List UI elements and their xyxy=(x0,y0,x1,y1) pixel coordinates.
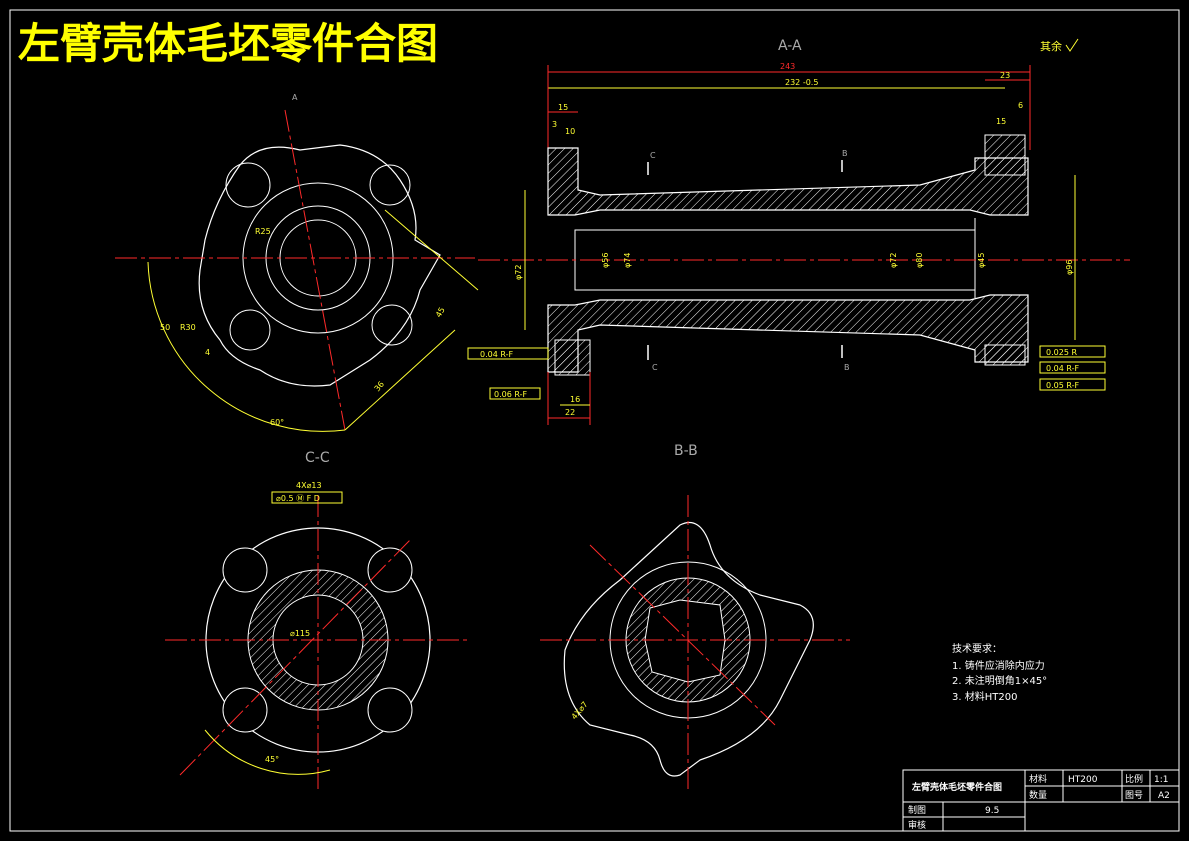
cc-angle-60: 60° xyxy=(270,418,284,427)
tol-frame-2 xyxy=(489,387,541,400)
view-cc-label: C-C xyxy=(305,450,330,466)
title-block: 左臂壳体毛坯零件合图 材料 HT200 比例 1:1 数量 图号 A2 制图 9… xyxy=(902,769,1180,832)
tb-scale-label: 比例 xyxy=(1125,773,1143,785)
tb-material-label: 材料 xyxy=(1029,773,1047,785)
roughness-note: 其余 xyxy=(1040,39,1062,53)
bb-outer-profile xyxy=(563,521,814,777)
dim-dia-72b: φ72 xyxy=(889,253,898,268)
drawing-frame xyxy=(9,9,1180,832)
section-mark-c-top: C xyxy=(650,151,656,160)
dim-dia-80: φ80 xyxy=(915,253,924,268)
dim-23: 23 xyxy=(1000,71,1010,80)
view-bb-label: B-B xyxy=(674,443,698,459)
cc-centerline-diag xyxy=(284,109,346,431)
tb-material-value: HT200 xyxy=(1068,775,1098,785)
cc-lobe-2 xyxy=(369,164,411,206)
aa-right-flange-detail xyxy=(984,134,1026,176)
end-dia-115: ⌀115 xyxy=(290,629,310,638)
tol-1: 0.04 R-F xyxy=(480,350,513,359)
bb-centerline-diag xyxy=(589,544,776,726)
aa-upper-wall xyxy=(547,147,1029,216)
tol-frame-4 xyxy=(1039,361,1106,374)
end-lobe-1 xyxy=(222,547,268,593)
end-angle-arc xyxy=(204,729,331,775)
dim-left-15: 15 xyxy=(558,103,568,112)
cc-dim-line-45 xyxy=(384,209,479,291)
tol-frame-1 xyxy=(467,347,549,360)
tb-drawing-no-value: A2 xyxy=(1158,791,1170,801)
dim-overall-length: 243 xyxy=(780,62,795,71)
dim-inner-length: 232 -0.5 xyxy=(785,78,818,87)
end-lobe-3 xyxy=(367,687,413,733)
end-holes-note: 4X⌀13 xyxy=(296,481,322,490)
dim-bottom-16: 16 xyxy=(570,395,580,404)
cc-dim-r25: R25 xyxy=(255,227,271,236)
view-end-left: 4X⌀13 ⌀0.5 Ⓜ F D ⌀115 45° xyxy=(165,481,470,790)
roughness-symbol xyxy=(1065,38,1079,52)
tech-item-1: 1. 铸件应消除内应力 xyxy=(952,659,1045,672)
bb-bore xyxy=(644,599,726,683)
tol-frame-5 xyxy=(1039,378,1106,391)
end-centerline-diag xyxy=(179,539,411,776)
view-aa: A-A 其余 243 232 -0.5 23 6 15 3 10 15 φ72 … xyxy=(467,38,1130,425)
tol-2: 0.06 R-F xyxy=(494,390,527,399)
tol-3: 0.025 R xyxy=(1046,348,1077,357)
tb-drawn-label: 制图 xyxy=(908,804,926,816)
tech-heading: 技术要求： xyxy=(952,642,1002,655)
tech-item-2: 2. 未注明倒角1×45° xyxy=(952,674,1047,687)
dim-6: 6 xyxy=(1018,101,1023,110)
cc-dim-r30: R30 xyxy=(180,323,196,332)
section-mark-b-bottom: B xyxy=(844,363,850,372)
title-block-frame xyxy=(902,769,1180,832)
dim-left-3: 3 xyxy=(552,120,557,129)
cc-angle-4: 4 xyxy=(205,348,210,357)
dim-dia-74: φ74 xyxy=(623,253,632,268)
dim-dia-right: φ96 xyxy=(1065,260,1074,275)
tb-drawing-no-label: 图号 xyxy=(1125,790,1143,801)
aa-lower-wall xyxy=(547,294,1029,373)
section-mark-b-top: B xyxy=(842,149,848,158)
cc-outer-profile xyxy=(198,144,441,387)
tb-name: 左臂壳体毛坯零件合图 xyxy=(911,781,1002,793)
tech-item-3: 3. 材料HT200 xyxy=(952,690,1017,703)
tol-frame-3 xyxy=(1039,345,1106,358)
dim-dia-left: φ72 xyxy=(514,265,523,280)
view-bb: 4X⌀7 xyxy=(540,495,850,790)
cc-section-mark-a: A xyxy=(292,93,298,102)
drawing-title: 左臂壳体毛坯零件合图 xyxy=(18,19,438,68)
cc-angle-50: 50 xyxy=(160,323,170,332)
cc-lobe-1 xyxy=(225,162,271,208)
tol-4: 0.04 R-F xyxy=(1046,364,1079,373)
aa-left-flange-detail xyxy=(554,339,591,376)
tech-requirements: 技术要求： 1. 铸件应消除内应力 2. 未注明倒角1×45° 3. 材料HT2… xyxy=(952,642,1047,703)
dim-dia-56: φ56 xyxy=(601,253,610,268)
view-aa-label: A-A xyxy=(778,38,802,54)
end-pos-tol-frame xyxy=(271,491,343,504)
dim-bottom-22: 22 xyxy=(565,408,575,417)
dim-dia-45: φ45 xyxy=(977,253,986,268)
tb-drawn-value: 9.5 xyxy=(985,806,999,816)
tb-checked-label: 审核 xyxy=(908,819,926,831)
tol-5: 0.05 R-F xyxy=(1046,381,1079,390)
end-lobe-2 xyxy=(367,547,413,593)
aa-right-flange-detail-2 xyxy=(984,344,1026,366)
end-pos-tol: ⌀0.5 Ⓜ F D xyxy=(276,494,320,503)
tb-scale-value: 1:1 xyxy=(1154,775,1168,785)
view-cc: A 45 36 R25 R30 50 4 60° C-C xyxy=(115,93,479,466)
cc-lobe-3 xyxy=(371,304,413,346)
cc-dim-36: 36 xyxy=(373,380,386,394)
dim-right-15: 15 xyxy=(996,117,1006,126)
cc-angle-arc xyxy=(147,261,346,432)
section-mark-c-bottom: C xyxy=(652,363,658,372)
cc-dim-line-36 xyxy=(344,329,456,431)
cc-lobe-4 xyxy=(229,309,271,351)
end-angle-45: 45° xyxy=(265,755,279,764)
cc-dim-45: 45 xyxy=(434,306,447,319)
end-lobe-4 xyxy=(222,687,268,733)
dim-left-10: 10 xyxy=(565,127,575,136)
tb-quantity-label: 数量 xyxy=(1029,789,1047,801)
